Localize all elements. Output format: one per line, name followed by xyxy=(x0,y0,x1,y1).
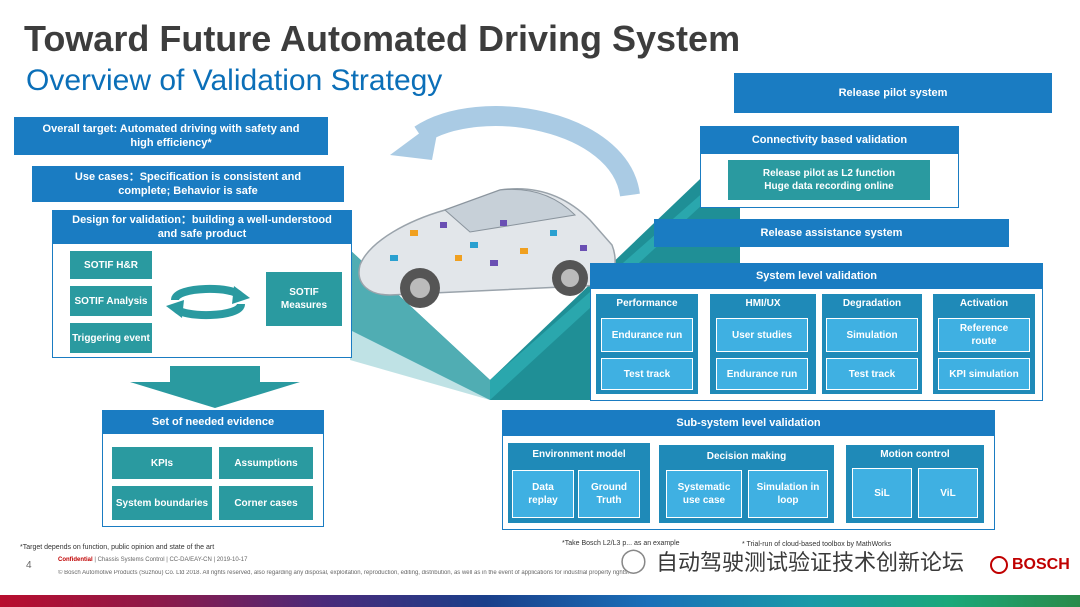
systematic-use-case-box: Systematic use case xyxy=(666,470,742,518)
footer-color-strip xyxy=(0,595,1080,607)
bosch-logo-icon xyxy=(990,556,1008,574)
performance-title: Performance xyxy=(616,298,678,309)
system-level-header: System level validation xyxy=(590,263,1043,289)
simulation-in-loop-box: Simulation in loop xyxy=(748,470,828,518)
sil-box: SiL xyxy=(852,468,912,518)
wechat-icon: ◯ xyxy=(620,547,647,574)
degradation-item-2: Test track xyxy=(826,358,918,390)
vil-box: ViL xyxy=(918,468,978,518)
sotif-hr-box: SOTIF H&R xyxy=(70,251,152,279)
sotif-analysis-box: SOTIF Analysis xyxy=(70,286,152,316)
page-number: 4 xyxy=(26,560,32,571)
bosch-logo-text: BOSCH xyxy=(1012,556,1070,573)
hmi-ux-item-2: Endurance run xyxy=(716,358,808,390)
performance-item-2: Test track xyxy=(601,358,693,390)
activation-title: Activation xyxy=(959,298,1009,309)
activation-item-1: Reference route xyxy=(938,318,1030,352)
car-illustration xyxy=(358,188,616,308)
footer-info: Confidential | Chassis Systems Control |… xyxy=(58,557,247,563)
overall-target-box: Overall target: Automated driving with s… xyxy=(14,117,328,155)
cycle-arrows-icon xyxy=(166,285,250,319)
activation-item-2: KPI simulation xyxy=(938,358,1030,390)
hmi-ux-item-1: User studies xyxy=(716,318,808,352)
corner-cases-box: Corner cases xyxy=(219,486,313,520)
confidential-label: Confidential xyxy=(58,557,93,563)
bosch-logo: BOSCH xyxy=(990,556,1070,574)
degradation-item-1: Simulation xyxy=(826,318,918,352)
kpis-box: KPIs xyxy=(112,447,212,479)
release-pilot-box: Release pilot system xyxy=(734,73,1052,113)
design-validation-header: Design for validation：building a well-un… xyxy=(52,210,352,244)
take-bosch-footnote: *Take Bosch L2/L3 p... as an example xyxy=(562,540,680,547)
connectivity-header: Connectivity based validation xyxy=(700,126,959,154)
environment-model-title: Environment model xyxy=(532,449,626,460)
data-replay-box: Data replay xyxy=(512,470,574,518)
copyright-text: © Bosch Automotive Products (Suzhou) Co.… xyxy=(58,570,630,576)
sotif-measures-box: SOTIF Measures xyxy=(266,272,342,326)
release-assistance-box: Release assistance system xyxy=(654,219,1009,247)
motion-control-title: Motion control xyxy=(880,449,950,460)
degradation-title: Degradation xyxy=(842,298,902,309)
performance-item-1: Endurance run xyxy=(601,318,693,352)
hmi-ux-title: HMI/UX xyxy=(745,298,781,309)
use-cases-box: Use cases：Specification is consistent an… xyxy=(32,166,344,202)
subsystem-header: Sub-system level validation xyxy=(502,410,995,436)
page-subtitle: Overview of Validation Strategy xyxy=(26,64,443,97)
pilot-note-box: Release pilot as L2 function Huge data r… xyxy=(728,160,930,200)
evidence-header: Set of needed evidence xyxy=(102,410,324,434)
assumptions-box: Assumptions xyxy=(219,447,313,479)
wechat-watermark: ◯ 自动驾驶测试验证技术创新论坛 xyxy=(620,545,964,577)
ground-truth-box: Ground Truth xyxy=(578,470,640,518)
footer-info-text: | Chassis Systems Control | CC-DA/EAY-CN… xyxy=(92,557,248,563)
triggering-event-box: Triggering event xyxy=(70,323,152,353)
decision-making-title: Decision making xyxy=(706,451,787,462)
trial-run-footnote: * Trial-run of cloud-based toolbox by Ma… xyxy=(742,541,892,548)
watermark-text: 自动驾驶测试验证技术创新论坛 xyxy=(656,551,965,576)
target-footnote: *Target depends on function, public opin… xyxy=(20,544,215,551)
page-title: Toward Future Automated Driving System xyxy=(24,18,741,59)
system-boundaries-box: System boundaries xyxy=(112,486,212,520)
